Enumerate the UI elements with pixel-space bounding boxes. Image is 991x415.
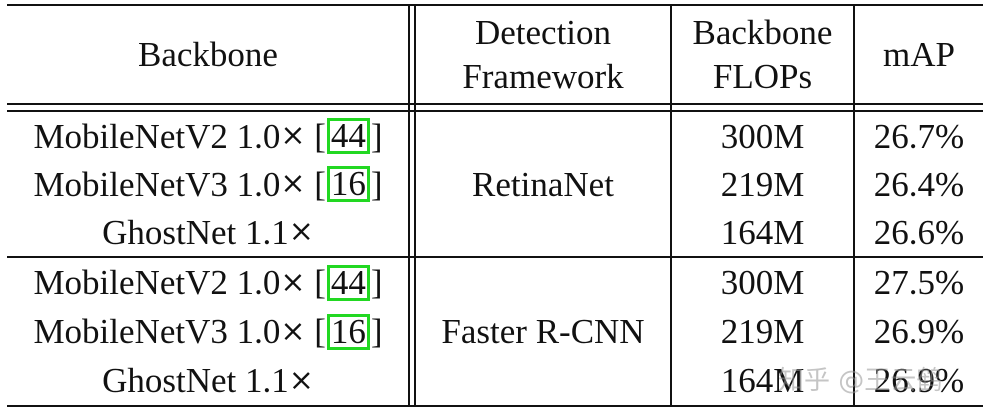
framework-label: RetinaNet <box>472 164 614 204</box>
times-symbol: × <box>280 166 306 201</box>
top-rule <box>7 4 983 6</box>
flops-value: 300M <box>720 116 805 156</box>
header-backbone: Backbone <box>10 6 406 103</box>
watermark-text: 知乎 @王云鹤 <box>778 366 943 396</box>
header-framework: Detection Framework <box>418 6 668 103</box>
times-symbol: × <box>288 214 314 249</box>
map-value: 26.4% <box>873 164 965 204</box>
column-rule-map <box>853 5 855 406</box>
backbone-name: MobileNetV3 1.0 <box>33 312 281 351</box>
header-map: mAP <box>857 6 981 103</box>
header-flops-line1: Backbone <box>692 12 833 52</box>
times-symbol: × <box>288 362 314 398</box>
group-separator-rule <box>7 256 983 258</box>
header-flops: Backbone FLOPs <box>674 6 851 103</box>
flops-value: 164M <box>720 361 805 400</box>
group-framework-retinanet: RetinaNet <box>418 112 668 256</box>
table-row: MobileNetV2 1.0× [44] <box>33 262 383 302</box>
backbone-name: MobileNetV2 1.0 <box>33 263 281 302</box>
header-backbone-label: Backbone <box>138 34 278 74</box>
bottom-rule <box>7 405 983 407</box>
map-value: 26.9% <box>873 361 965 400</box>
map-value: 26.9% <box>873 312 965 351</box>
group-framework-faster-rcnn: Faster R-CNN <box>418 258 668 405</box>
flops-value: 219M <box>720 312 805 351</box>
table-row: MobileNetV3 1.0× [16] <box>33 164 383 204</box>
header-map-label: mAP <box>883 34 955 74</box>
citation-link[interactable]: 44 <box>326 118 370 154</box>
backbone-name: GhostNet 1.1 <box>102 361 289 400</box>
map-value: 27.5% <box>873 263 965 302</box>
flops-value: 219M <box>720 164 805 204</box>
watermark: 知乎 @王云鹤 <box>778 360 942 397</box>
header-double-rule-upper <box>7 103 983 105</box>
map-value: 26.6% <box>873 212 965 252</box>
times-symbol: × <box>280 118 306 153</box>
citation-link[interactable]: 16 <box>326 313 370 350</box>
citation-link[interactable]: 44 <box>326 264 370 301</box>
column-double-rule-left <box>408 5 410 406</box>
map-value: 26.7% <box>873 116 965 156</box>
header-framework-line2: Framework <box>462 56 624 96</box>
backbone-name: MobileNetV2 1.0 <box>33 116 281 156</box>
flops-value: 300M <box>720 263 805 302</box>
column-double-rule-right <box>414 5 416 406</box>
backbone-name: GhostNet 1.1 <box>102 212 289 252</box>
column-rule-flops <box>670 5 672 406</box>
table-row: MobileNetV3 1.0× [16] <box>33 311 383 351</box>
framework-label: Faster R-CNN <box>441 312 645 351</box>
table-row: GhostNet 1.1× <box>10 356 406 405</box>
times-symbol: × <box>280 264 306 300</box>
flops-value: 164M <box>720 212 805 252</box>
table-row: MobileNetV2 1.0× [44] <box>33 116 383 156</box>
citation-link[interactable]: 16 <box>326 166 370 202</box>
table-row: GhostNet 1.1× <box>10 208 406 256</box>
backbone-name: MobileNetV3 1.0 <box>33 164 281 204</box>
header-framework-line1: Detection <box>474 12 612 52</box>
header-flops-line2: FLOPs <box>712 56 813 96</box>
times-symbol: × <box>280 313 306 349</box>
header-double-rule-lower <box>7 110 983 112</box>
